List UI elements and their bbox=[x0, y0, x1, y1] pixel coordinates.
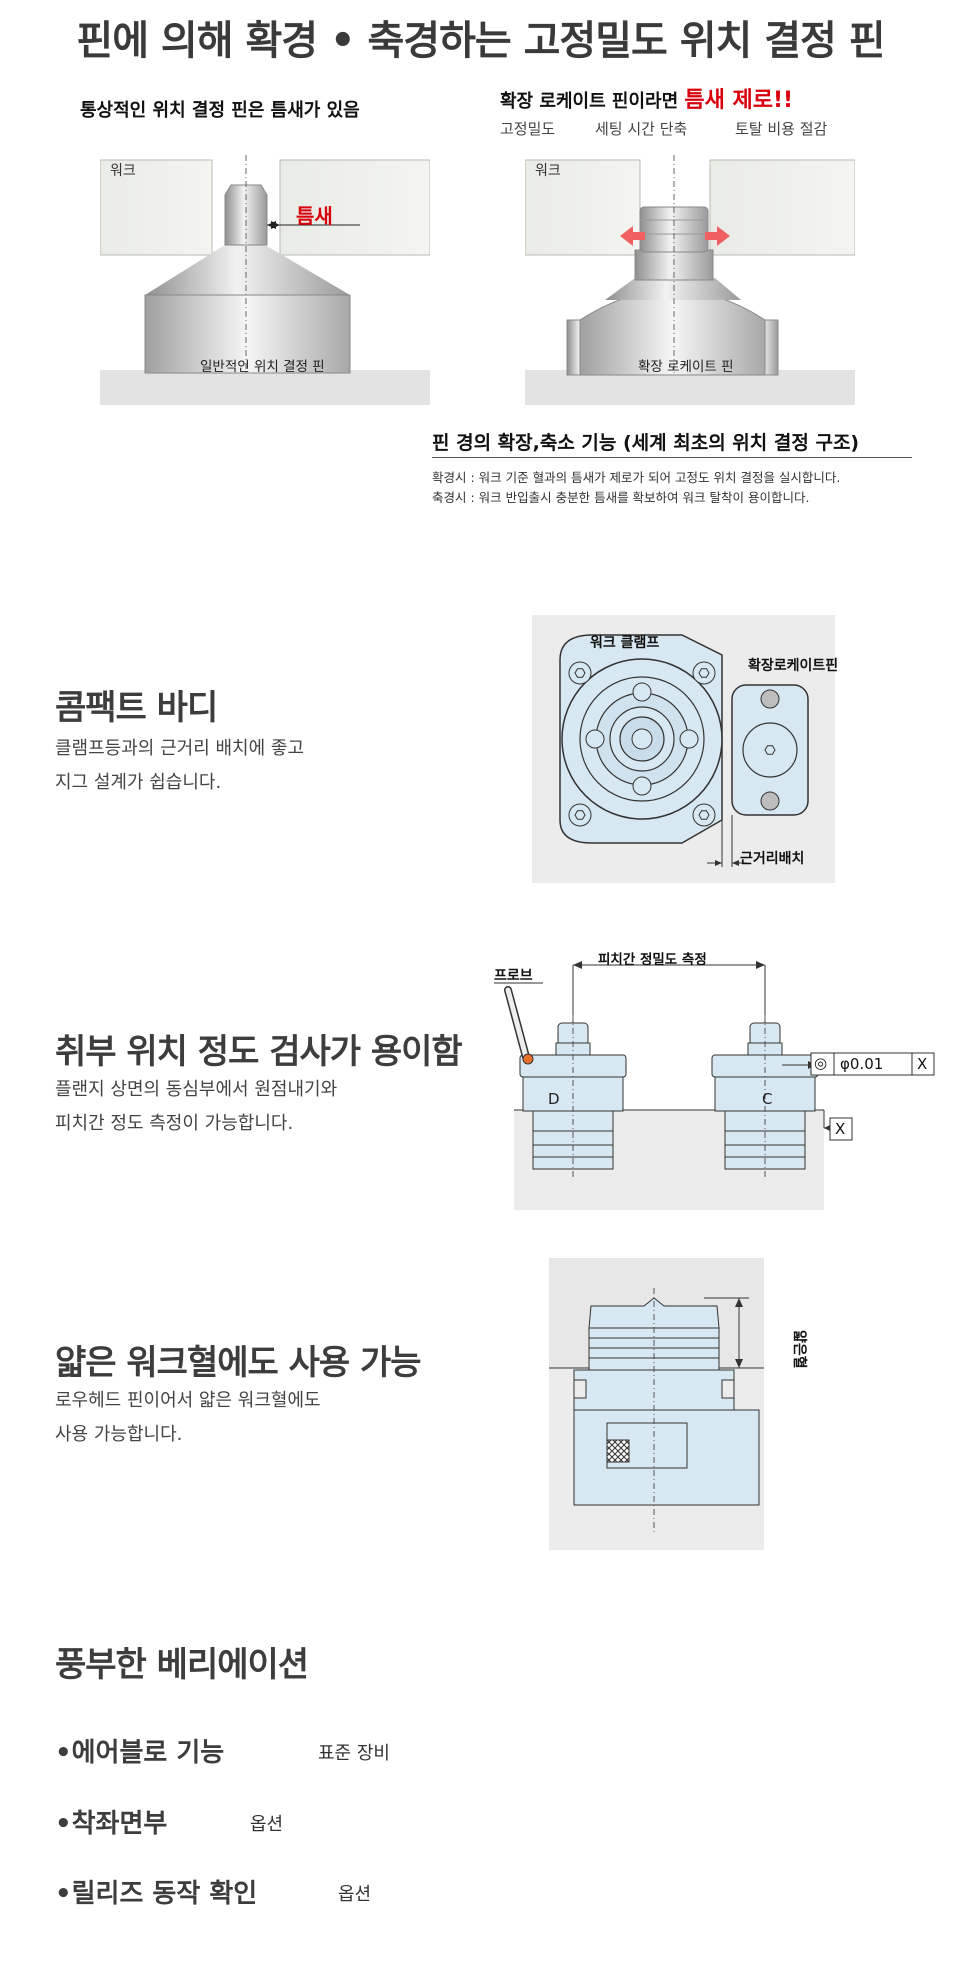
expansion-note: 확경시 : 워크 기준 혈과의 틈새가 제로가 되어 고정도 위치 결정을 실시… bbox=[432, 470, 841, 485]
datum-reference: X bbox=[917, 1055, 928, 1073]
thin-hole-desc: 로우헤드 핀이어서 얇은 워크혈에도 사용 가능합니다. bbox=[55, 1390, 321, 1445]
thin-hole-figure bbox=[549, 1258, 764, 1550]
function-heading: 핀 경의 확장,축소 기능 (세계 최초의 위치 결정 구조) bbox=[432, 432, 860, 454]
probe-label: 프로브 bbox=[494, 968, 533, 984]
thin-hole-depth-label: 얇은혈 bbox=[791, 1330, 807, 1369]
bullet-mark: • bbox=[55, 1879, 72, 1909]
inspection-title: 취부 위치 정도 검사가 용이함 bbox=[55, 1032, 463, 1072]
compact-figure bbox=[532, 615, 835, 883]
variation-air-blow-name: 에어블로 기능 bbox=[71, 1738, 225, 1768]
function-divider bbox=[432, 457, 912, 458]
variation-air-blow: •에어블로 기능 bbox=[55, 1732, 224, 1769]
concentricity-symbol: ◎ bbox=[814, 1054, 828, 1072]
standard-pin-heading: 통상적인 위치 결정 핀은 틈새가 있음 bbox=[80, 100, 360, 121]
benefit-setup-time: 세팅 시간 단축 bbox=[595, 120, 688, 138]
benefit-precision: 고정밀도 bbox=[500, 120, 556, 138]
expansion-pin-heading-prefix: 확장 로케이트 핀이라면 bbox=[500, 91, 685, 112]
expansion-pin-label: 확장 로케이트 핀 bbox=[638, 359, 734, 375]
variation-seating-surface-name: 착좌면부 bbox=[71, 1809, 168, 1839]
expansion-work-label: 워크 bbox=[535, 163, 561, 179]
bullet-mark: • bbox=[55, 1809, 72, 1839]
variation-seating-surface: •착좌면부 bbox=[55, 1803, 167, 1840]
benefit-cost: 토탈 비용 절감 bbox=[735, 120, 828, 138]
inspection-figure bbox=[494, 961, 935, 1210]
pin-d-mark: D bbox=[548, 1090, 560, 1108]
datum-label: X bbox=[835, 1120, 846, 1138]
bullet-mark: • bbox=[55, 1738, 72, 1768]
contraction-note: 축경시 : 워크 반입출시 충분한 틈새를 확보하여 워크 탈착이 용이합니다. bbox=[432, 490, 810, 505]
pin-c-mark: C bbox=[762, 1090, 773, 1108]
gap-label: 틈새 bbox=[296, 204, 333, 228]
pitch-label: 피치간 정밀도 측정 bbox=[598, 952, 707, 968]
standard-work-label: 워크 bbox=[110, 163, 136, 179]
tolerance-value: φ0.01 bbox=[840, 1055, 884, 1073]
standard-pin-label: 일반적인 위치 결정 핀 bbox=[200, 359, 325, 375]
thin-hole-title: 얇은 워크혈에도 사용 가능 bbox=[55, 1343, 422, 1383]
zero-gap-emphasis: 틈새 제로!! bbox=[684, 88, 794, 113]
variations-title: 풍부한 베리에이션 bbox=[55, 1645, 309, 1685]
variation-release-check: •릴리즈 동작 확인 bbox=[55, 1873, 257, 1910]
variation-release-check-name: 릴리즈 동작 확인 bbox=[71, 1879, 258, 1909]
inspection-desc: 플랜지 상면의 동심부에서 원점내기와 피치간 정도 측정이 가능합니다. bbox=[55, 1079, 338, 1134]
distance-label: 근거리배치 bbox=[740, 851, 805, 867]
expansion-pin-figure bbox=[525, 155, 855, 405]
page-title: 핀에 의해 확경 • 축경하는 고정밀도 위치 결정 핀 bbox=[76, 18, 885, 64]
variation-seating-surface-tag: 옵션 bbox=[250, 1814, 284, 1835]
standard-pin-figure bbox=[100, 155, 430, 405]
compact-title: 콤팩트 바디 bbox=[55, 688, 218, 728]
clamp-label: 워크 클램프 bbox=[590, 635, 660, 651]
variation-release-check-tag: 옵션 bbox=[338, 1884, 372, 1905]
locate-pin-label: 확장로케이트핀 bbox=[748, 658, 839, 674]
variation-air-blow-tag: 표준 장비 bbox=[318, 1743, 390, 1764]
compact-desc: 클램프등과의 근거리 배치에 좋고 지그 설계가 쉽습니다. bbox=[55, 738, 305, 793]
expansion-pin-heading: 확장 로케이트 핀이라면 틈새 제로!! bbox=[500, 82, 793, 114]
